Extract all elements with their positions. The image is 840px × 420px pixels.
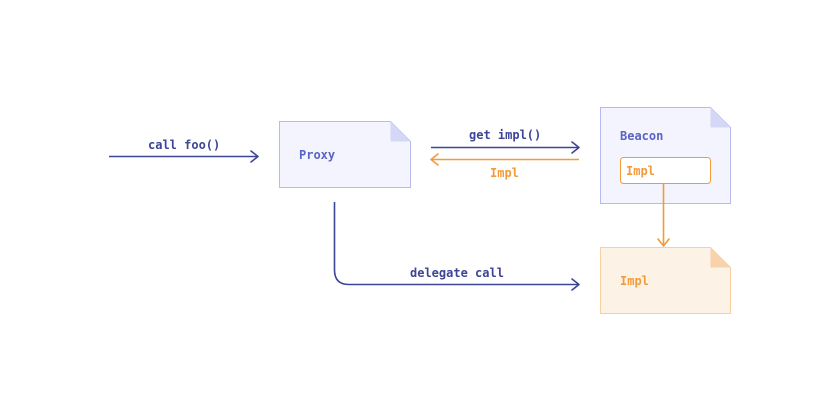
- beacon-node-label: Beacon: [620, 129, 663, 143]
- impl-node: Impl: [600, 247, 731, 314]
- proxy-node: Proxy: [279, 121, 411, 188]
- return-impl-arrowhead: [430, 153, 439, 166]
- get-impl-arrowhead: [571, 141, 580, 154]
- get-impl-edge: get impl(): [431, 128, 580, 154]
- call-foo-arrowhead: [250, 150, 259, 163]
- return-impl-label: Impl: [490, 166, 519, 180]
- beacon-node-fold: [710, 107, 731, 128]
- proxy-node-label: Proxy: [299, 148, 335, 162]
- impl-node-label: Impl: [620, 274, 649, 288]
- impl-node-fold: [710, 247, 731, 268]
- beacon-to-impl-arrowhead: [657, 238, 670, 247]
- impl-node-box: [600, 247, 731, 314]
- delegate-call-arrowhead: [571, 278, 580, 291]
- proxy-node-box: [279, 121, 411, 188]
- delegate-call-edge: delegate call: [333, 202, 580, 291]
- get-impl-label: get impl(): [469, 128, 541, 142]
- beacon-impl-slot: [620, 157, 711, 184]
- proxy-node-fold: [390, 121, 411, 142]
- delegate-call-arrow-line: [333, 202, 579, 286]
- call-foo-label: call foo(): [148, 138, 220, 152]
- beacon-node: Beacon Impl: [600, 107, 731, 204]
- beacon-impl-slot-label: Impl: [626, 164, 655, 178]
- return-impl-edge: Impl: [430, 153, 579, 180]
- delegate-call-label: delegate call: [410, 266, 504, 280]
- call-foo-edge: call foo(): [109, 138, 259, 163]
- beacon-to-impl-edge: [657, 184, 670, 247]
